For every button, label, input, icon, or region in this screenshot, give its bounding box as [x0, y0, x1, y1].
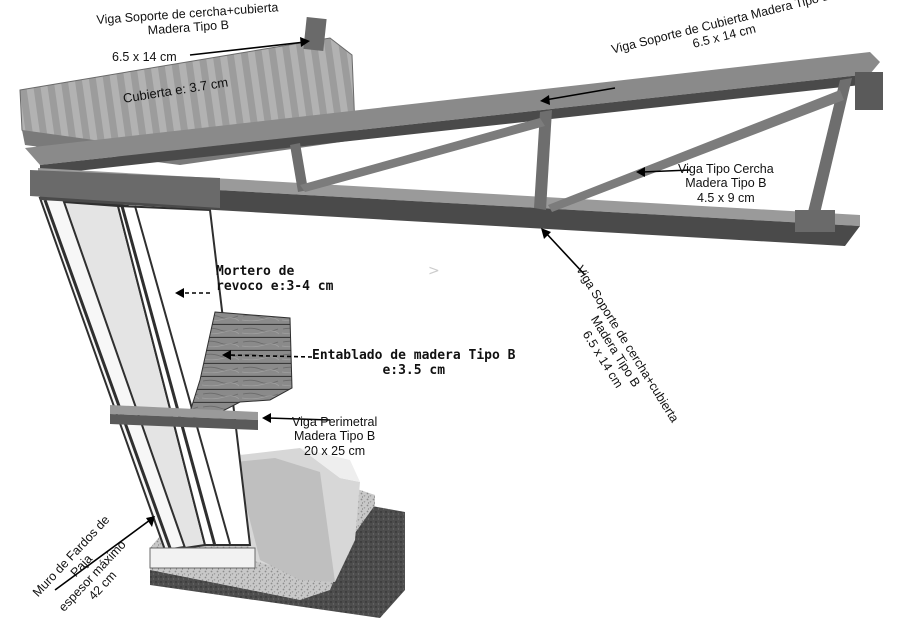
leader-arrowhead: [222, 350, 231, 360]
wall-panel-line: [120, 205, 217, 547]
straw-bale-wall: [38, 196, 256, 569]
leader-arrowhead: [540, 95, 550, 105]
wall-panel-line: [43, 199, 172, 549]
wall-cap-beam: [30, 170, 220, 208]
leader-arrow: [189, 41, 306, 56]
truss-post: [534, 110, 552, 210]
label-line: Madera Tipo B: [685, 176, 767, 191]
leader-arrow: [227, 354, 313, 358]
slab-layer-2: [300, 448, 360, 482]
truss-bottom-beam: [38, 168, 860, 226]
label-viga-soporte-top-dim: 6.5 x 14 cm: [112, 50, 177, 64]
perimeter-beam: [110, 405, 258, 430]
label-line: 6.5 x 14 cm: [112, 50, 177, 64]
leader-arrowhead: [300, 37, 310, 47]
leader-arrow: [641, 169, 691, 173]
leader-arrowhead: [541, 228, 551, 239]
label-line: Madera Tipo B: [293, 429, 376, 444]
label-mortero: Mortero de revoco e:3-4 cm: [216, 264, 334, 295]
leader-arrow: [544, 231, 586, 276]
truss-diagonal: [300, 118, 545, 192]
wood-flooring: [189, 311, 293, 416]
truss-top-chord: [25, 52, 880, 165]
label-line: 20 x 25 cm: [304, 443, 366, 458]
label-line: e:3.5 cm: [382, 362, 446, 378]
cursor-mark: >: [428, 263, 440, 279]
slab-layer-3: [235, 458, 335, 582]
leader-arrow: [54, 519, 151, 591]
truss-block: [855, 72, 883, 110]
label-viga-perimetral: Viga Perimetral Madera Tipo B 20 x 25 cm: [292, 415, 377, 458]
label-line: Mortero de: [216, 264, 295, 279]
floor-planks: [189, 311, 293, 416]
leader-arrowhead: [175, 288, 184, 298]
truss-post: [806, 78, 852, 222]
truss-top-chord-side: [40, 74, 870, 175]
leader-arrowhead: [636, 167, 645, 177]
truss: [25, 17, 883, 246]
label-viga-cercha: Viga Tipo Cercha Madera Tipo B 4.5 x 9 c…: [678, 162, 774, 205]
label-line: 4.5 x 9 cm: [697, 190, 755, 205]
wall-mortar-strip: [116, 204, 252, 546]
perimeter-beam-top: [110, 405, 258, 420]
wall-panel-line: [134, 205, 231, 545]
perimeter-beam-side: [110, 414, 258, 430]
label-line: Viga Tipo Cercha: [678, 162, 774, 176]
label-line: revoco e:3-4 cm: [216, 278, 334, 294]
label-line: Viga Perimetral: [292, 415, 378, 429]
truss-post: [290, 143, 308, 192]
leader-lines: [54, 37, 691, 591]
truss-diagonal: [548, 90, 844, 212]
truss-bottom-beam-side: [38, 180, 860, 246]
leader-arrowhead: [262, 413, 271, 423]
label-entablado: Entablado de madera Tipo B e:3.5 cm: [312, 348, 516, 379]
truss-block: [795, 210, 835, 232]
leader-arrow: [267, 417, 331, 421]
leader-arrow: [544, 87, 616, 101]
leader-arrowhead: [146, 516, 155, 527]
label-line: Entablado de madera Tipo B: [312, 348, 516, 363]
wall-base: [149, 547, 256, 569]
truss-block: [303, 17, 327, 51]
